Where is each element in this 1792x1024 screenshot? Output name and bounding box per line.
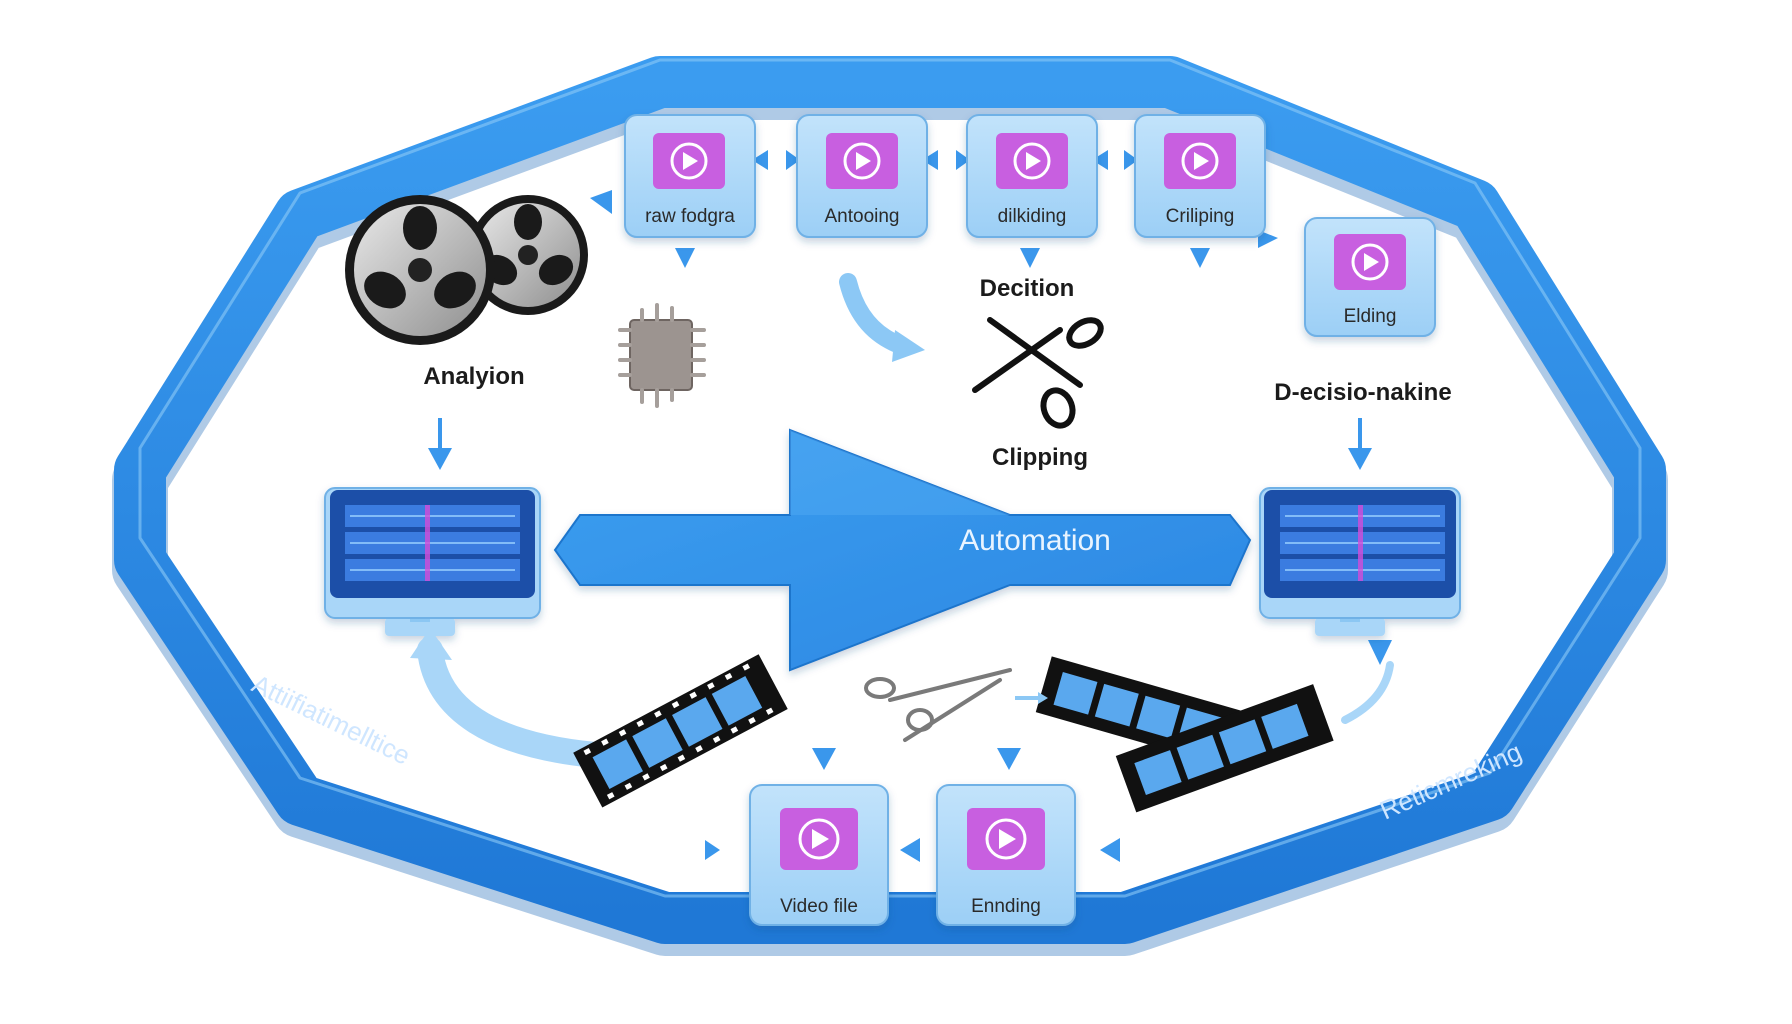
decision-label: Decition xyxy=(980,275,1075,302)
top-node-2[interactable]: dilkiding xyxy=(966,114,1098,238)
play-video-icon xyxy=(780,808,858,870)
play-video-icon xyxy=(826,133,898,189)
bottom-connectors xyxy=(705,838,1120,862)
bottom-node-0[interactable]: Video file xyxy=(749,784,889,926)
down-arrows xyxy=(428,418,1392,770)
top-node-4[interactable]: Elding xyxy=(1304,217,1436,337)
play-video-icon xyxy=(1164,133,1236,189)
return-arrow-icon xyxy=(417,637,608,768)
clipping-label: Clipping xyxy=(992,444,1088,471)
analysis-label: Analyion xyxy=(423,363,524,390)
bottom-node-label: Ennding xyxy=(971,896,1041,917)
scissors-icon-bottom xyxy=(864,668,1048,742)
film-reels-icon xyxy=(345,195,588,345)
curved-arrow-icon xyxy=(839,273,909,354)
play-video-icon xyxy=(1334,234,1406,290)
scissors-icon xyxy=(972,317,1104,429)
play-video-icon xyxy=(996,133,1068,189)
decision-making-label: D-ecisio-nakine xyxy=(1274,379,1451,406)
monitor-waveform-icon-left xyxy=(324,487,541,636)
bottom-node-1[interactable]: Ennding xyxy=(936,784,1076,926)
film-strip-icon-right-b xyxy=(1115,684,1334,813)
microchip-icon xyxy=(618,303,706,408)
top-node-label: Elding xyxy=(1344,306,1397,327)
top-node-3[interactable]: Criliping xyxy=(1134,114,1266,238)
automation-label: Automation xyxy=(959,524,1111,557)
monitor-waveform-icon-right xyxy=(1259,487,1461,636)
top-node-label: dilkiding xyxy=(998,206,1067,227)
play-video-icon xyxy=(967,808,1045,870)
top-node-0[interactable]: raw fodgra xyxy=(624,114,756,238)
bottom-node-label: Video file xyxy=(780,896,858,917)
automation-arrow xyxy=(553,428,1252,672)
top-node-label: raw fodgra xyxy=(645,206,735,227)
top-node-1[interactable]: Antooing xyxy=(796,114,928,238)
top-node-label: Criliping xyxy=(1166,206,1235,227)
play-video-icon xyxy=(653,133,725,189)
film-strip-icon-left xyxy=(573,654,788,808)
top-node-label: Antooing xyxy=(824,206,899,227)
top-connectors xyxy=(590,150,1278,268)
outer-ring xyxy=(112,56,1668,956)
